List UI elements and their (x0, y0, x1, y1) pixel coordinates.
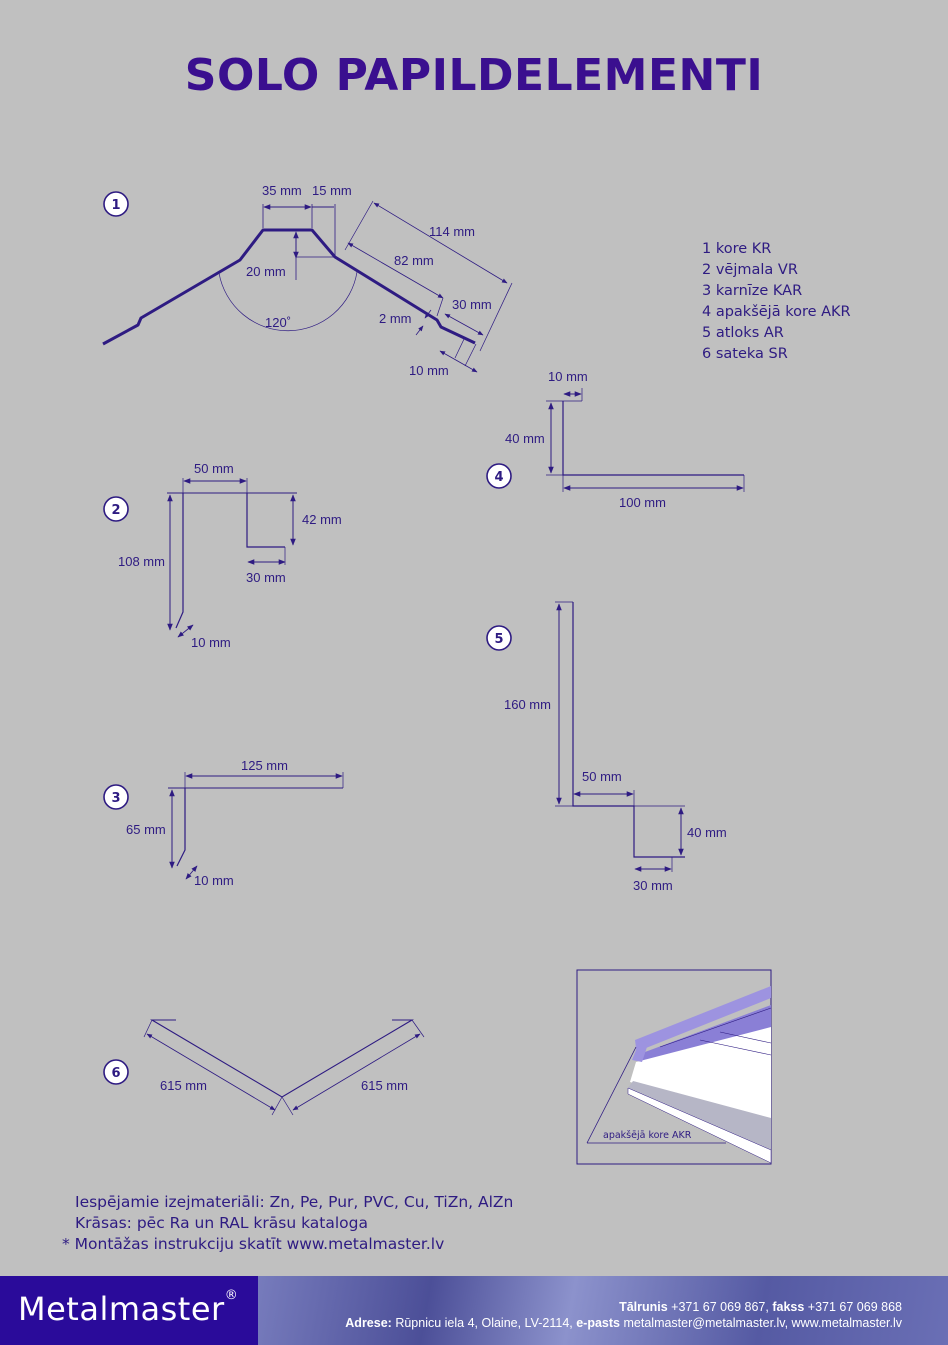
legend-item: 4 apakšējā kore AKR (702, 304, 851, 320)
brand-name: Metalmaster (18, 1290, 225, 1328)
dim-50mm: 50 mm (194, 461, 234, 476)
diagram-1-ridge: 1 35 mm 15 mm 20 mm 120˚ 114 mm 82 mm 30… (102, 183, 513, 378)
phone-line: Tālrunis +371 67 069 867, fakss +371 67 … (619, 1300, 902, 1314)
badge-5-number: 5 (494, 632, 503, 647)
notes: Iespējamie izejmateriāli: Zn, Pe, Pur, P… (62, 1192, 513, 1255)
diagram-2-gable-trim: 2 50 mm 42 mm 30 mm 108 mm 10 mm (103, 461, 342, 650)
dim-615mm-right: 615 mm (361, 1078, 408, 1093)
badge-3 (103, 784, 129, 810)
dim-30mm: 30 mm (246, 570, 286, 585)
dim-82mm: 82 mm (394, 253, 434, 268)
phone-label: Tālrunis (619, 1300, 668, 1314)
dim-160mm: 160 mm (504, 697, 551, 712)
diagram-6-valley: 6 615 mm 615 mm (103, 1019, 425, 1116)
install-note: * Montāžas instrukciju skatīt www.metalm… (62, 1235, 445, 1253)
email-label: e-pasts (576, 1316, 621, 1330)
address-label: Adrese: (345, 1316, 392, 1330)
legend-item: 6 sateka SR (702, 346, 788, 362)
legend-item: 1 kore KR (702, 241, 772, 257)
legend-item: 2 vējmala VR (702, 262, 798, 278)
brand-logo: Metalmaster® (18, 1288, 239, 1328)
badge-4-number: 4 (494, 470, 503, 485)
materials-note: Iespējamie izejmateriāli: Zn, Pe, Pur, P… (75, 1193, 514, 1211)
badge-3-number: 3 (111, 791, 120, 806)
diagram-5-flashing: 5 160 mm 50 mm 40 mm 30 mm (486, 601, 727, 893)
badge-4 (486, 463, 512, 489)
dim-2mm: 2 mm (379, 311, 412, 326)
phone-number: +371 67 069 867 (671, 1300, 766, 1314)
fax-number: +371 67 069 868 (807, 1300, 902, 1314)
dim-10mm: 10 mm (194, 873, 234, 888)
badge-2-number: 2 (111, 503, 120, 518)
badge-1-number: 1 (111, 198, 120, 213)
dim-125mm: 125 mm (241, 758, 288, 773)
badge-5 (486, 625, 512, 651)
dim-100mm: 100 mm (619, 495, 666, 510)
dim-10mm: 10 mm (548, 369, 588, 384)
registered-mark: ® (224, 1288, 239, 1303)
dim-42mm: 42 mm (302, 512, 342, 527)
dim-30mm: 30 mm (452, 297, 492, 312)
legend-item: 5 atloks AR (702, 325, 784, 341)
dim-10mm: 10 mm (409, 363, 449, 378)
colors-note: Krāsas: pēc Ra un RAL krāsu kataloga (75, 1214, 368, 1232)
page-title: SOLO PAPILDELEMENTI (184, 50, 764, 101)
dim-120deg: 120˚ (265, 315, 291, 330)
diagram-3-eaves: 3 125 mm 65 mm 10 mm (103, 758, 344, 888)
dim-615mm-left: 615 mm (160, 1078, 207, 1093)
badge-6 (103, 1059, 129, 1085)
fax-label: fakss (772, 1300, 805, 1314)
illustration-lower-ridge: apakšējā kore AKR (576, 969, 772, 1165)
contact-info: Tālrunis +371 67 069 867, fakss +371 67 … (345, 1299, 902, 1331)
badge-2 (103, 496, 129, 522)
dim-108mm: 108 mm (118, 554, 165, 569)
address-line: Adrese: Rūpnicu iela 4, Olaine, LV-2114,… (345, 1315, 902, 1331)
legend: 1 kore KR 2 vējmala VR 3 karnīze KAR 4 a… (702, 239, 851, 365)
dim-40mm: 40 mm (687, 825, 727, 840)
illustration-caption: apakšējā kore AKR (603, 1130, 692, 1141)
dim-30mm: 30 mm (633, 878, 673, 893)
ridge-profile (102, 228, 476, 346)
dim-20mm: 20 mm (246, 264, 286, 279)
diagram-4-lower-ridge: 4 10 mm 40 mm 100 mm (486, 369, 745, 510)
badge-1 (103, 191, 129, 217)
dim-40mm: 40 mm (505, 431, 545, 446)
dim-65mm: 65 mm (126, 822, 166, 837)
address: Rūpnicu iela 4, Olaine, LV-2114, (395, 1316, 573, 1330)
dim-35mm: 35 mm (262, 183, 302, 198)
dim-10mm: 10 mm (191, 635, 231, 650)
footer: Metalmaster® Tālrunis +371 67 069 867, f… (0, 1276, 948, 1345)
dim-114mm: 114 mm (429, 224, 475, 239)
dim-15mm: 15 mm (312, 183, 352, 198)
legend-item: 3 karnīze KAR (702, 283, 803, 299)
badge-6-number: 6 (111, 1066, 120, 1081)
dim-50mm: 50 mm (582, 769, 622, 784)
email-and-website: metalmaster@metalmaster.lv, www.metalmas… (623, 1316, 903, 1330)
logo-box: Metalmaster® (0, 1276, 258, 1345)
